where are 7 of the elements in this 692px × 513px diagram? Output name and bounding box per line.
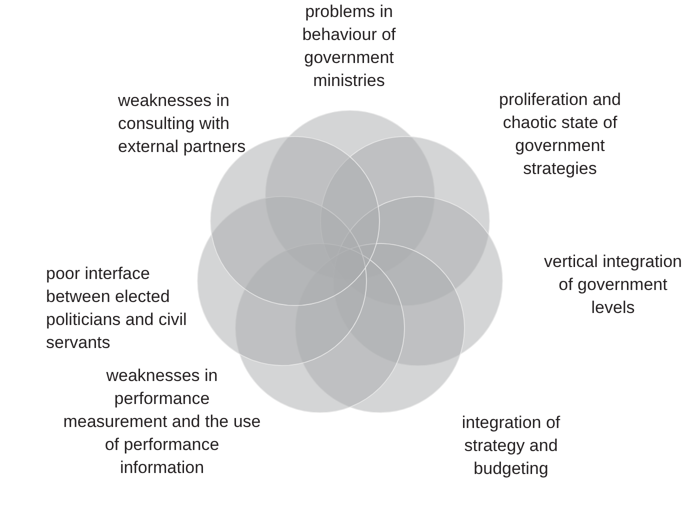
circle-label: problems in behaviour of government ministries [301, 1, 397, 92]
circle-label: proliferation and chaotic state of government strategies [498, 89, 622, 180]
circle-label: weaknesses in performance measurement and the use of performance information [62, 365, 262, 479]
circle-label: poor interface between elected politicians and civil servants [46, 263, 188, 354]
circle-label: integration of strategy and budgeting [460, 412, 562, 480]
circle-label: weaknesses in consulting with external partners [118, 90, 247, 158]
circle-label: vertical integration of government levels [543, 251, 683, 319]
